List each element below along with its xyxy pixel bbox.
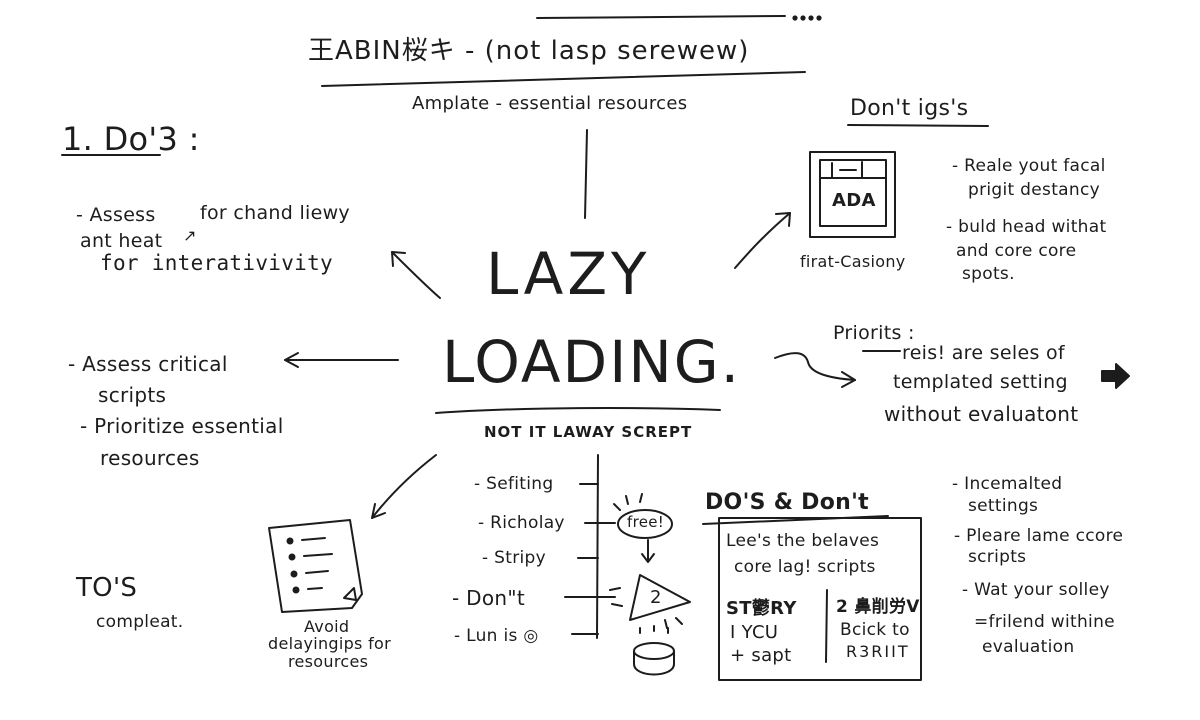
- bold-arrow-icon: [1101, 363, 1130, 389]
- triangle-icon: [629, 574, 691, 621]
- list-item-lun: - Lun is ◎: [454, 626, 539, 646]
- bullet-dot: [290, 570, 298, 578]
- list-item-stripy: - Stripy: [482, 548, 546, 568]
- dos-item-chand: for chand liewy: [200, 202, 350, 224]
- dosdonts-cell-1a: ST鬱RY: [726, 598, 797, 619]
- list-spine: [596, 454, 599, 639]
- arrow-to-dos: [391, 251, 441, 299]
- dosdonts-cell-2c: R3RIIT: [846, 642, 910, 661]
- checklist-paper: [268, 519, 363, 613]
- arrow-head: [391, 251, 406, 267]
- arrow-head: [371, 503, 386, 519]
- header-underline: [321, 71, 806, 87]
- bowl-top: [633, 642, 675, 660]
- donts-line-5: spots.: [962, 264, 1015, 284]
- donts-heading: Don't igs's: [850, 96, 969, 121]
- header-top-rule: [536, 15, 786, 19]
- donts-line-2: prigit destancy: [968, 180, 1100, 200]
- triangle-label: 2: [650, 587, 662, 608]
- tos-compleat: compleat.: [96, 612, 184, 632]
- rb-line-1: - Incemalted: [952, 474, 1063, 494]
- priorits-line-3: without evaluatont: [884, 402, 1079, 426]
- header-title: 王ABIN桜キ - (not lasp serewew): [308, 36, 750, 66]
- free-arrow: [641, 539, 655, 563]
- rb-line-2: settings: [968, 496, 1039, 516]
- center-title-lazy: LAZY: [486, 240, 651, 308]
- priorits-heading: Priorits :: [833, 322, 915, 344]
- dosdonts-row-2: core lag! scripts: [734, 557, 876, 577]
- dos-item-ant-heat: ant heat: [80, 230, 163, 252]
- donts-line-1: - Reale yout facal: [952, 156, 1106, 176]
- dos-heading: 1. Do'3 :: [62, 120, 200, 158]
- rule-dot: [800, 15, 806, 21]
- bowl-body: [633, 650, 675, 676]
- header-subtitle: Amplate - essential resources: [412, 93, 688, 114]
- dosdonts-row-1: Lee's the belaves: [726, 531, 880, 551]
- arrow-to-donts: [734, 212, 791, 269]
- critical-line-4: resources: [100, 446, 200, 470]
- center-caption: NOT IT LAWAY SCREPT: [484, 423, 693, 441]
- dosdonts-heading: DO'S & Don't: [705, 490, 869, 515]
- list-item-dont: - Don"t: [452, 586, 526, 610]
- rule-dot: [816, 15, 822, 21]
- center-title-loading: LOADING.: [442, 328, 742, 396]
- free-bubble: [617, 509, 673, 539]
- ada-label: ADA: [832, 190, 876, 211]
- list-item-richolay: - Richolay: [478, 513, 565, 533]
- free-sparks: [613, 493, 643, 511]
- critical-line-2: scripts: [98, 383, 167, 407]
- dosdonts-box: [718, 517, 922, 681]
- vertical-connector: [584, 129, 588, 219]
- ada-caption: firat-Casiony: [800, 252, 906, 271]
- list-item-sefiting: - Sefiting: [474, 474, 554, 494]
- bullet-dot: [286, 537, 294, 545]
- free-label: free!: [627, 513, 665, 531]
- rb-line-3: - Pleare lame ccore: [954, 526, 1124, 546]
- bowl-steam: [639, 625, 669, 634]
- arrow-head: [775, 212, 791, 227]
- avoid-line-3: resources: [288, 652, 369, 671]
- ada-frame: [809, 151, 896, 238]
- priorits-line-2: templated setting: [893, 371, 1068, 393]
- bullet-dot: [292, 586, 300, 594]
- dos-item-assess: - Assess: [76, 204, 156, 226]
- donts-underline: [847, 124, 989, 127]
- avoid-line-1: Avoid: [304, 617, 350, 636]
- triangle-sparks: [609, 587, 683, 629]
- donts-line-3: - buld head withat: [946, 217, 1107, 237]
- critical-line-3: - Prioritize essential: [80, 414, 284, 438]
- arrow-to-avoid: [371, 454, 437, 519]
- rb-line-6: =frilend withine: [974, 612, 1115, 632]
- arrow-head: [841, 371, 856, 388]
- center-underline: [435, 407, 721, 414]
- rb-line-4: scripts: [968, 547, 1027, 567]
- rb-line-7: evaluation: [982, 637, 1075, 657]
- arrow-small-icon: ↗: [183, 226, 197, 245]
- checklist-pencil: [343, 587, 357, 601]
- dos-item-interactivity: for interativivity: [100, 251, 333, 275]
- tos-heading: TO'S: [76, 573, 138, 603]
- dosdonts-cell-2b: Bcick to: [840, 620, 910, 640]
- rule-dot: [792, 15, 798, 21]
- rule-dot: [808, 15, 814, 21]
- avoid-line-2: delayingips for: [268, 634, 391, 653]
- dosdonts-divider: [825, 589, 828, 663]
- checklist-lines: [301, 537, 333, 590]
- critical-line-1: - Assess critical: [68, 352, 228, 376]
- arrow-head: [284, 352, 299, 368]
- bullet-dot: [288, 553, 296, 561]
- dosdonts-cell-2a: 2 鼻削労V: [836, 597, 920, 617]
- ada-inner: [819, 159, 887, 227]
- ada-clips: [831, 161, 863, 179]
- dosdonts-cell-1c: + sapt: [730, 645, 792, 666]
- dosdonts-cell-1b: I YCU: [730, 622, 779, 643]
- rb-line-5: - Wat your solley: [962, 580, 1110, 600]
- donts-line-4: and core core: [956, 241, 1077, 261]
- arrow-to-priorits: [774, 352, 856, 381]
- priorits-line-1: reis! are seles of: [902, 342, 1065, 364]
